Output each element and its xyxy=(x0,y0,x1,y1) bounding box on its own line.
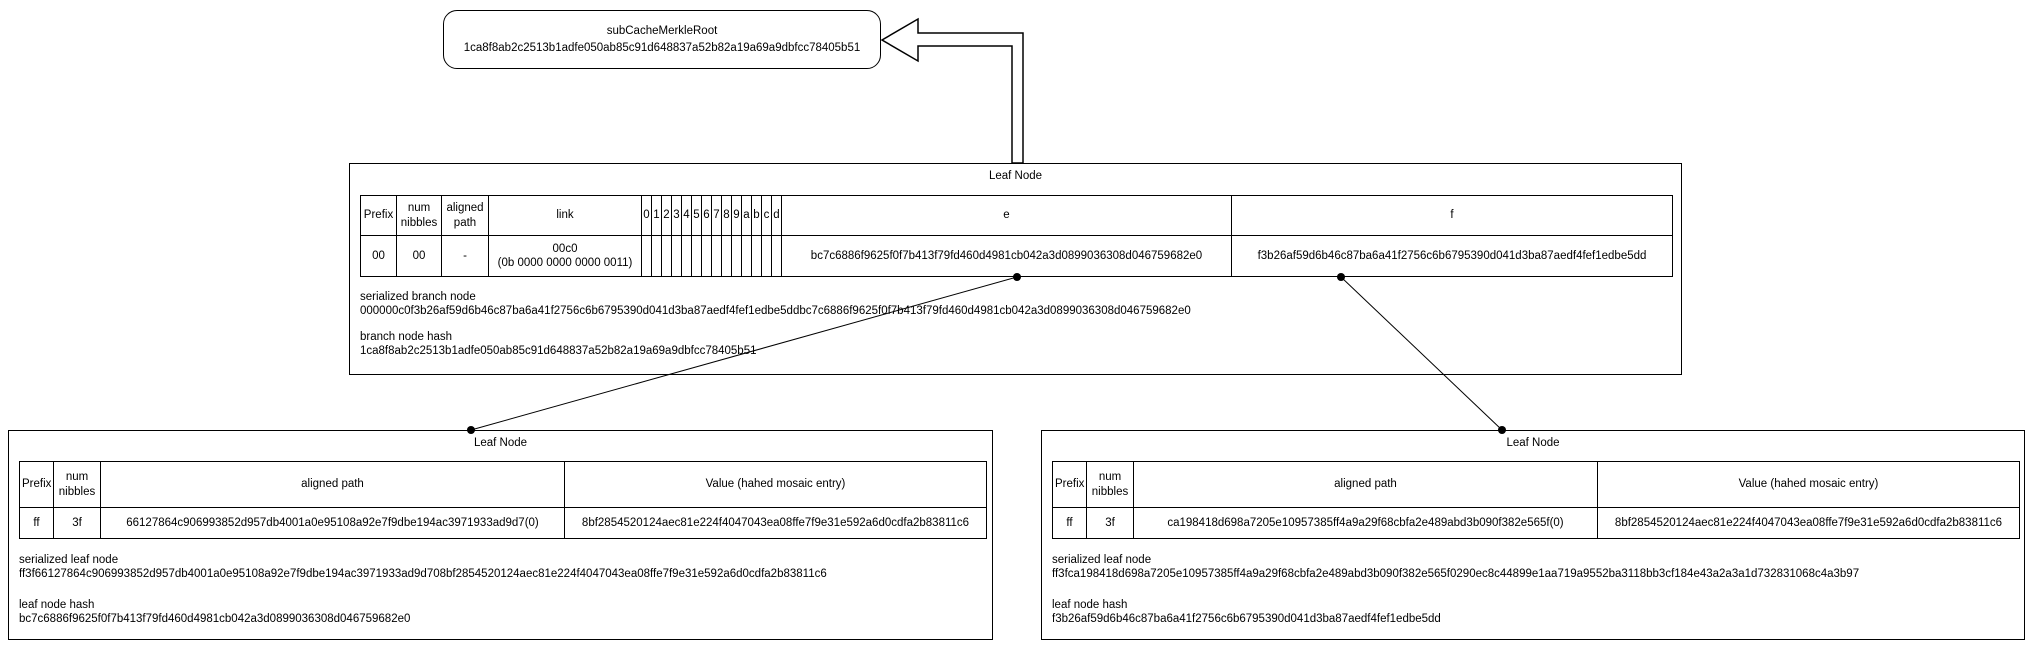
leaf-right-table: Prefix num nibbles aligned path Value (h… xyxy=(1052,461,2020,539)
root-node-hash: 1ca8f8ab2c2513b1adfe050ab85c91d648837a52… xyxy=(463,41,861,54)
column-header-nibble-0: 0 xyxy=(641,195,652,236)
column-header-nibble-3: 3 xyxy=(671,195,682,236)
branch-serialized-value: 000000c0f3b26af59d6b46c87ba6a41f2756c6b6… xyxy=(360,305,1191,317)
leaf-left-hash-block: leaf node hash bc7c6886f9625f0f7b413f79f… xyxy=(19,598,982,626)
leaf-left-header-row: Prefix num nibbles aligned path Value (h… xyxy=(19,461,987,508)
branch-hash-label: branch node hash xyxy=(360,331,453,343)
column-header-nibble-1: 1 xyxy=(651,195,662,236)
leaf-right-hash-value: f3b26af59d6b46c87ba6a41f2756c6b6795390d0… xyxy=(1052,613,1441,625)
cell-prefix: ff xyxy=(1052,507,1087,539)
nibble-cell-c xyxy=(761,235,772,277)
column-header-num-nibbles: num nibbles xyxy=(396,195,442,236)
leaf-left-hash-value: bc7c6886f9625f0f7b413f79fd460d4981cb042a… xyxy=(19,613,411,625)
leaf-left-data-row: ff 3f 66127864c906993852d957db4001a0e951… xyxy=(19,507,987,539)
column-header-nibble-d: d xyxy=(771,195,782,236)
cell-link-binary: (0b 0000 0000 0000 0011) xyxy=(497,257,633,269)
cell-value: 8bf2854520124aec81e224f4047043ea08ffe7f9… xyxy=(564,507,987,539)
cell-num-nibbles: 3f xyxy=(1086,507,1134,539)
column-header-e: e xyxy=(781,195,1232,236)
cell-prefix: 00 xyxy=(360,235,397,277)
nibble-cell-0 xyxy=(641,235,652,277)
column-header-aligned-path: aligned path xyxy=(1133,461,1598,508)
column-header-nibble-a: a xyxy=(741,195,752,236)
column-header-nibble-b: b xyxy=(751,195,762,236)
nibble-cell-2 xyxy=(661,235,672,277)
nibble-cell-5 xyxy=(691,235,702,277)
leaf-left-title: Leaf Node xyxy=(473,437,528,449)
column-header-nibble-7: 7 xyxy=(711,195,722,236)
leaf-left-hash-label: leaf node hash xyxy=(19,599,95,611)
column-header-nibble-5: 5 xyxy=(691,195,702,236)
leaf-right-header-row: Prefix num nibbles aligned path Value (h… xyxy=(1052,461,2020,508)
leaf-node-right-box: Leaf Node Prefix num nibbles aligned pat… xyxy=(1041,430,2025,640)
column-header-link: link xyxy=(488,195,642,236)
cell-link-value: 00c0 xyxy=(552,242,578,255)
branch-node-box: Leaf Node Prefix num nibbles aligned pat… xyxy=(349,163,1682,375)
branch-table-header-row: Prefix num nibbles aligned path link 0 1… xyxy=(360,195,1673,236)
cell-f-hash: f3b26af59d6b46c87ba6a41f2756c6b6795390d0… xyxy=(1231,235,1673,277)
column-header-nibble-9: 9 xyxy=(731,195,742,236)
cell-e-hash: bc7c6886f9625f0f7b413f79fd460d4981cb042a… xyxy=(781,235,1232,277)
branch-node-title: Leaf Node xyxy=(988,170,1043,182)
nibble-cell-9 xyxy=(731,235,742,277)
column-header-prefix: Prefix xyxy=(360,195,397,236)
column-header-prefix: Prefix xyxy=(1052,461,1087,508)
branch-serialized-block: serialized branch node 000000c0f3b26af59… xyxy=(360,290,1671,318)
nibble-cell-8 xyxy=(721,235,732,277)
branch-hash-block: branch node hash 1ca8f8ab2c2513b1adfe050… xyxy=(360,330,1671,358)
leaf-left-serialized-label: serialized leaf node xyxy=(19,554,119,566)
cell-aligned-path: 66127864c906993852d957db4001a0e95108a92e… xyxy=(100,507,565,539)
root-node-title: subCacheMerkleRoot xyxy=(606,24,718,37)
nibble-cell-b xyxy=(751,235,762,277)
cell-aligned-path: ca198418d698a7205e10957385ff4a9a29f68cbf… xyxy=(1133,507,1598,539)
column-header-nibble-2: 2 xyxy=(661,195,672,236)
leaf-right-serialized-block: serialized leaf node ff3fca198418d698a72… xyxy=(1052,553,2014,581)
cell-num-nibbles: 00 xyxy=(396,235,442,277)
leaf-right-serialized-value: ff3fca198418d698a7205e10957385ff4a9a29f6… xyxy=(1052,568,1860,580)
column-header-nibble-6: 6 xyxy=(701,195,712,236)
leaf-left-serialized-block: serialized leaf node ff3f66127864c906993… xyxy=(19,553,982,581)
root-node-box: subCacheMerkleRoot 1ca8f8ab2c2513b1adfe0… xyxy=(443,10,881,69)
column-header-value: Value (hahed mosaic entry) xyxy=(1597,461,2020,508)
branch-hash-value: 1ca8f8ab2c2513b1adfe050ab85c91d648837a52… xyxy=(360,345,757,357)
column-header-nibble-c: c xyxy=(761,195,772,236)
column-header-aligned-path: aligned path xyxy=(100,461,565,508)
leaf-right-serialized-label: serialized leaf node xyxy=(1052,554,1152,566)
leaf-left-serialized-value: ff3f66127864c906993852d957db4001a0e95108… xyxy=(19,568,827,580)
column-header-nibble-4: 4 xyxy=(681,195,692,236)
root-hash-block-arrow xyxy=(880,17,1024,164)
leaf-node-left-box: Leaf Node Prefix num nibbles aligned pat… xyxy=(8,430,993,640)
leaf-right-hash-block: leaf node hash f3b26af59d6b46c87ba6a41f2… xyxy=(1052,598,2014,626)
leaf-right-title: Leaf Node xyxy=(1506,437,1560,449)
column-header-num-nibbles: num nibbles xyxy=(1086,461,1134,508)
cell-prefix: ff xyxy=(19,507,54,539)
branch-node-table: Prefix num nibbles aligned path link 0 1… xyxy=(360,195,1673,277)
cell-value: 8bf2854520124aec81e224f4047043ea08ffe7f9… xyxy=(1597,507,2020,539)
nibble-cell-d xyxy=(771,235,782,277)
leaf-right-hash-label: leaf node hash xyxy=(1052,599,1128,611)
cell-aligned-path: - xyxy=(441,235,489,277)
leaf-left-table: Prefix num nibbles aligned path Value (h… xyxy=(19,461,987,539)
column-header-f: f xyxy=(1231,195,1673,236)
cell-num-nibbles: 3f xyxy=(53,507,101,539)
nibble-cell-a xyxy=(741,235,752,277)
cell-link: 00c0 (0b 0000 0000 0000 0011) xyxy=(488,235,642,277)
branch-serialized-label: serialized branch node xyxy=(360,291,476,303)
nibble-cell-6 xyxy=(701,235,712,277)
nibble-cell-7 xyxy=(711,235,722,277)
column-header-nibble-8: 8 xyxy=(721,195,732,236)
column-header-value: Value (hahed mosaic entry) xyxy=(564,461,987,508)
nibble-cell-1 xyxy=(651,235,662,277)
branch-table-data-row: 00 00 - 00c0 (0b 0000 0000 0000 0011) xyxy=(360,235,1673,277)
column-header-num-nibbles: num nibbles xyxy=(53,461,101,508)
nibble-cell-3 xyxy=(671,235,682,277)
leaf-right-data-row: ff 3f ca198418d698a7205e10957385ff4a9a29… xyxy=(1052,507,2020,539)
column-header-prefix: Prefix xyxy=(19,461,54,508)
nibble-cell-4 xyxy=(681,235,692,277)
column-header-aligned-path: aligned path xyxy=(441,195,489,236)
